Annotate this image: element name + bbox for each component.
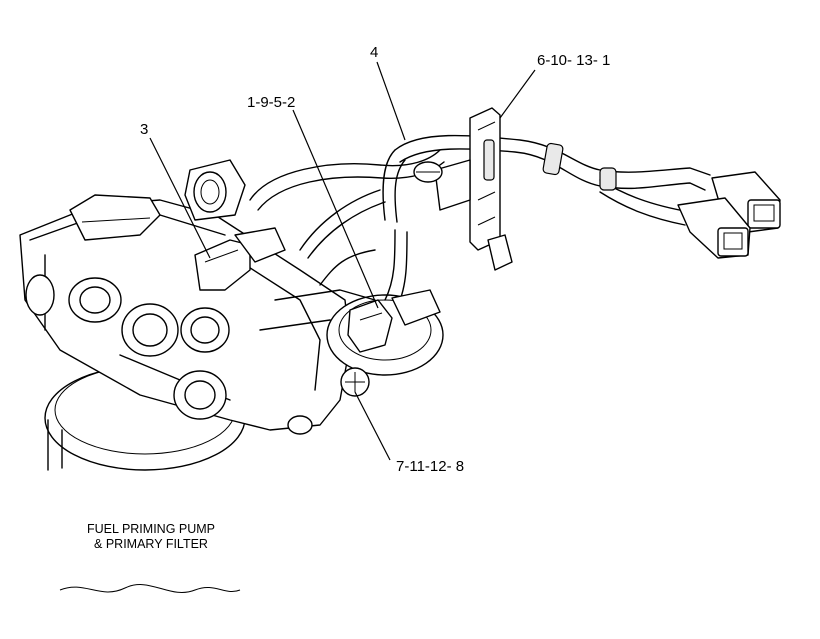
- caption-line-2: & PRIMARY FILTER: [94, 537, 208, 551]
- callout-7-11-12-8: 7-11-12- 8: [396, 458, 465, 475]
- upper-fitting: [184, 159, 246, 221]
- wire-harness: [382, 134, 711, 226]
- callout-1-9-5-2: 1-9-5-2: [247, 94, 296, 111]
- bracket-bolt: [413, 161, 443, 183]
- diagram-caption: FUEL PRIMING PUMP & PRIMARY FILTER: [56, 522, 246, 552]
- leader-7-11-12-8: [354, 391, 391, 461]
- port-fittings: [25, 274, 230, 420]
- harness-connectors: [677, 171, 781, 259]
- leader-6-10-13-1: [499, 69, 536, 119]
- leader-4: [376, 61, 406, 141]
- clip-item-1-9-5-2: [347, 289, 441, 353]
- callout-6-10-13-1: 6-10- 13- 1: [537, 52, 611, 69]
- leader-3: [149, 137, 211, 259]
- leader-1-9-5-2: [292, 109, 379, 309]
- sensor-bracket: [434, 107, 513, 271]
- housing-top-boss: [69, 194, 161, 241]
- callout-4: 4: [370, 44, 379, 61]
- clip-item-3: [194, 227, 286, 291]
- break-line: [59, 584, 241, 593]
- caption-line-1: FUEL PRIMING PUMP: [86, 522, 216, 536]
- leader-lines: [149, 61, 536, 461]
- callout-3: 3: [140, 121, 149, 138]
